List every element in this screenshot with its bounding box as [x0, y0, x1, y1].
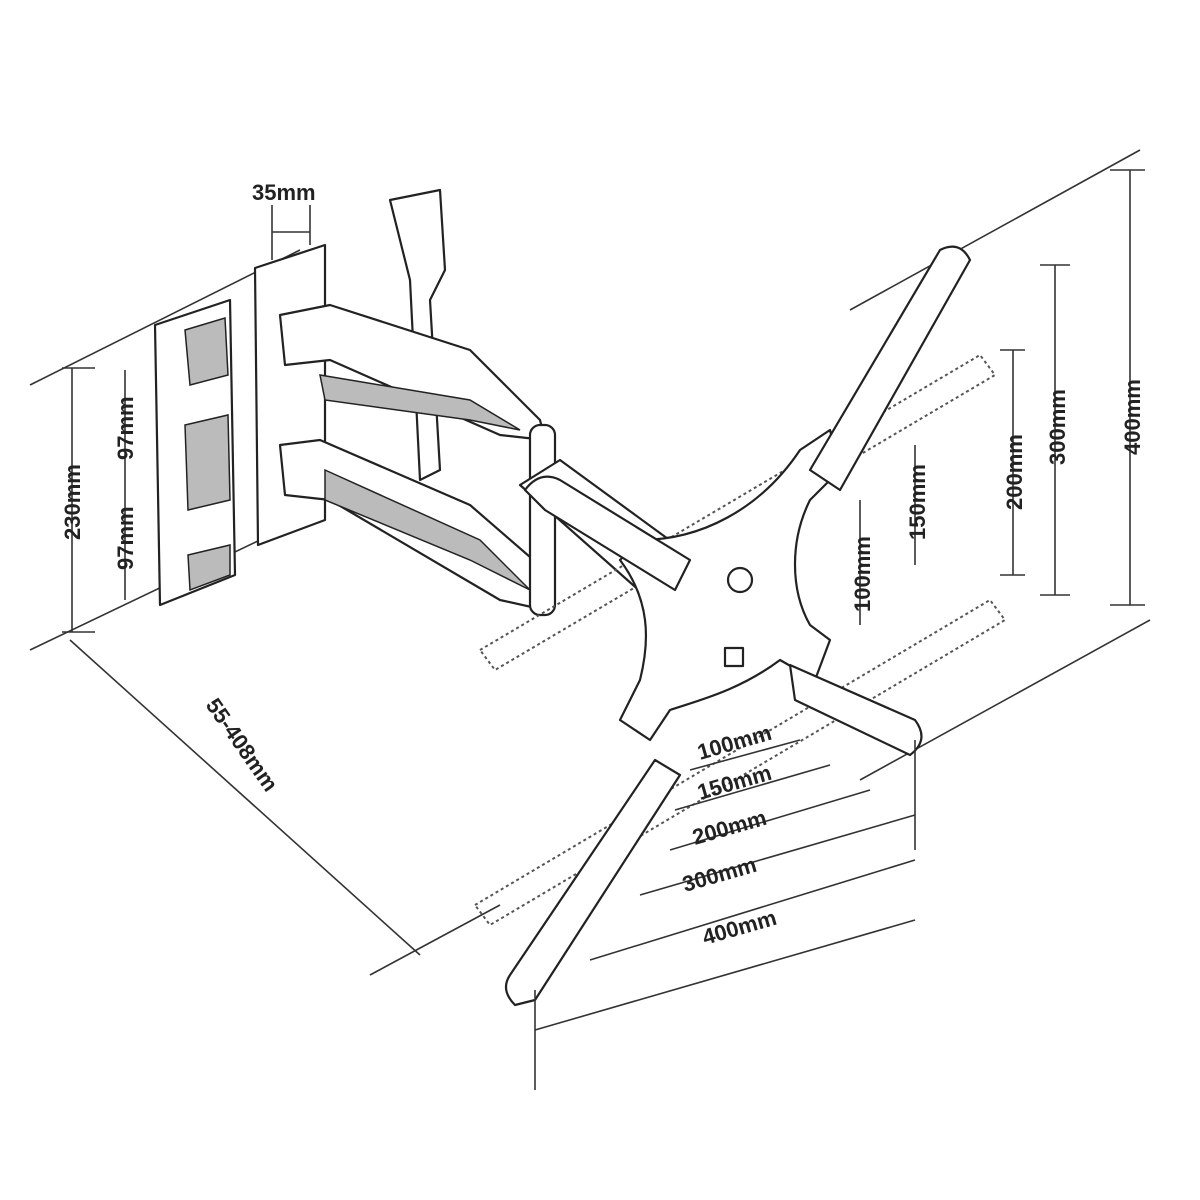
label-vertical-400: 400mm: [1120, 379, 1145, 455]
label-extension-range: 55-408mm: [201, 694, 283, 797]
label-vertical-200: 200mm: [1002, 434, 1027, 510]
label-wall-plate-height: 230mm: [60, 464, 85, 540]
vesa-arms: [504, 245, 972, 1007]
wall-plate-dimensions: [62, 205, 311, 633]
tv-plate: [618, 428, 842, 742]
label-vertical-300: 300mm: [1045, 389, 1070, 465]
vertical-vesa-dimensions: [859, 169, 1145, 625]
label-horizontal-400: 400mm: [699, 905, 779, 950]
label-horizontal-200: 200mm: [689, 805, 769, 850]
alternate-bracket-outlines: [473, 353, 1007, 927]
horizontal-vesa-dimensions: [534, 739, 916, 1090]
label-vertical-100: 100mm: [850, 536, 875, 612]
label-hole-spacing-lower: 97mm: [113, 506, 138, 570]
label-vertical-150: 150mm: [905, 464, 930, 540]
label-hole-spacing-upper: 97mm: [113, 396, 138, 460]
label-horizontal-300: 300mm: [679, 852, 759, 897]
label-horizontal-150: 150mm: [694, 760, 774, 805]
label-wall-plate-depth: 35mm: [252, 180, 316, 205]
